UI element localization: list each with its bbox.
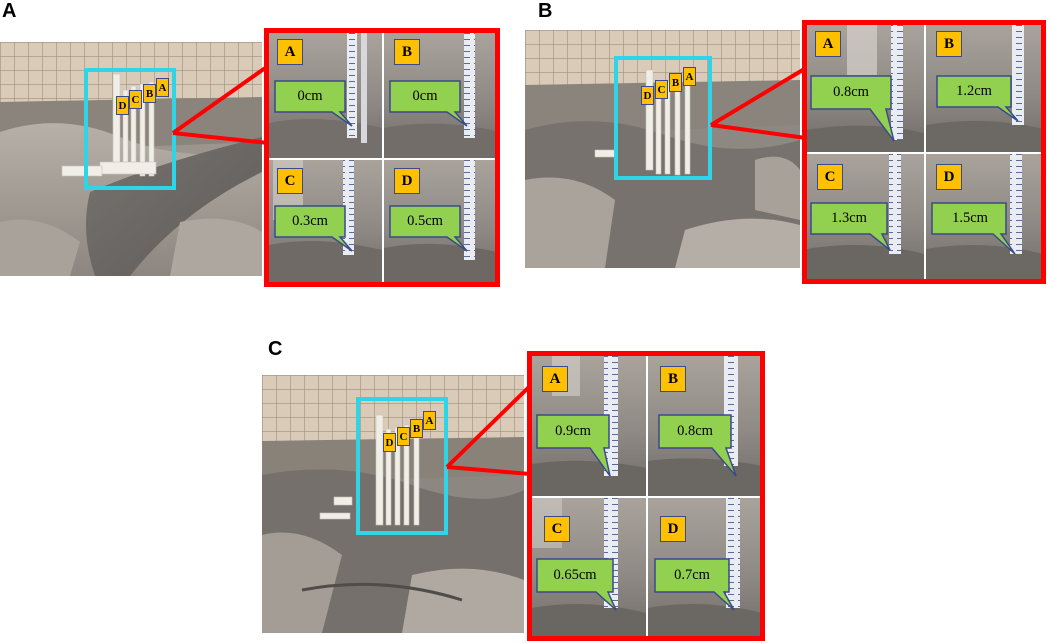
panel-a-cell-a: A 0cm — [269, 33, 382, 158]
panel-a-photo — [0, 42, 262, 276]
panel-c-photo — [262, 375, 524, 633]
panel-a-cell-a-tag: A — [277, 39, 303, 65]
panel-b-cell-d: D 1.5cm — [926, 154, 1041, 279]
panel-a-cell-c: C 0.3cm — [269, 160, 382, 282]
panel-c-cell-c-value: 0.65cm — [553, 566, 597, 583]
panel-b-cell-a-value: 0.8cm — [833, 83, 869, 100]
panel-c-cell-c-tag: C — [544, 516, 570, 542]
panel-c-cell-c: C 0.65cm — [532, 498, 646, 636]
panel-b-cell-a: A 0.8cm — [807, 25, 924, 152]
panel-a-highlight-box — [84, 68, 176, 190]
panel-a-cell-b: B 0cm — [384, 33, 495, 158]
panel-a-marker-d: D — [116, 96, 129, 115]
panel-c-marker-a: A — [423, 411, 436, 430]
panel-b-cell-b-tag: B — [936, 31, 962, 57]
panel-b-cell-c-callout: 1.3cm — [810, 202, 891, 251]
panel-c-cell-a-value: 0.9cm — [555, 422, 591, 439]
panel-b-cell-c: C 1.3cm — [807, 154, 924, 279]
panel-b-letter: B — [538, 0, 553, 22]
panel-b-cell-d-callout: 1.5cm — [931, 202, 1016, 255]
panel-a-cell-c-value: 0.3cm — [292, 212, 328, 229]
panel-a-marker-c: C — [129, 90, 142, 109]
panel-b-marker-d: D — [641, 86, 654, 105]
panel-b-marker-c: C — [655, 80, 668, 99]
panel-c-cell-b-tag: B — [660, 366, 686, 392]
panel-b-zoom-grid: A 0.8cm B 1.2cm C 1.3cm D 1.5cm — [802, 20, 1046, 284]
panel-a-connector-lines — [171, 64, 270, 145]
panel-c-cell-d-tag: D — [660, 516, 686, 542]
panel-c-cell-d-callout: 0.7cm — [654, 558, 735, 611]
panel-a-cell-d-tag: D — [394, 168, 420, 194]
panel-a-grid-divider-v — [382, 33, 384, 282]
panel-c-cell-a-callout: 0.9cm — [536, 414, 611, 477]
panel-c-cell-d-value: 0.7cm — [674, 566, 710, 583]
panel-c-cell-b: B 0.8cm — [648, 356, 760, 496]
panel-b-cell-c-tag: C — [817, 164, 843, 190]
panel-c-cell-c-callout: 0.65cm — [536, 558, 617, 611]
panel-a-cell-a-callout: 0cm — [274, 80, 353, 127]
panel-c-grid-divider-h — [532, 496, 760, 498]
panel-b-cell-a-callout: 0.8cm — [810, 75, 895, 142]
panel-c-cell-b-value: 0.8cm — [677, 422, 713, 439]
panel-c-zoom-grid: A 0.9cm B 0.8cm C 0.65cm D 0.7cm — [527, 351, 765, 641]
panel-b-cell-d-tag: D — [936, 164, 962, 190]
panel-a-cell-b-callout: 0cm — [389, 80, 468, 127]
panel-c-cell-a: A 0.9cm — [532, 356, 646, 496]
panel-c-cell-d: D 0.7cm — [648, 498, 760, 636]
panel-b-grid-divider-h — [807, 152, 1041, 154]
panel-b-marker-a: A — [683, 67, 696, 86]
panel-a-marker-b: B — [143, 84, 156, 103]
panel-c-highlight-box — [356, 397, 448, 535]
panel-a-grid-divider-h — [269, 158, 495, 160]
panel-b-connector-lines — [709, 66, 808, 140]
panel-b-marker-b: B — [669, 73, 682, 92]
panel-a-cell-c-callout: 0.3cm — [274, 205, 353, 252]
panel-b-cell-b-value: 1.2cm — [956, 82, 992, 99]
panel-a-cell-d-value: 0.5cm — [407, 212, 443, 229]
panel-c-letter: C — [268, 338, 283, 360]
panel-b-photo — [525, 30, 800, 268]
panel-a-cell-c-tag: C — [277, 168, 303, 194]
panel-b-cell-b: B 1.2cm — [926, 25, 1041, 152]
panel-b-highlight-box — [614, 56, 712, 180]
panel-a-cell-d: D 0.5cm — [384, 160, 495, 282]
panel-c-connector-lines — [445, 384, 532, 476]
panel-a-cell-a-value: 0cm — [297, 87, 323, 104]
panel-b-cell-d-value: 1.5cm — [952, 209, 988, 226]
panel-c-grid-divider-v — [646, 356, 648, 636]
panel-b-cell-b-callout: 1.2cm — [936, 75, 1019, 122]
panel-a-cell-b-tag: B — [394, 39, 420, 65]
panel-c-marker-b: B — [410, 419, 423, 438]
panel-a-zoom-grid: A 0cm B 0cm C 0.3cm D 0.5cm — [264, 28, 500, 287]
panel-a-marker-a: A — [156, 78, 169, 97]
panel-a-letter: A — [2, 0, 17, 22]
panel-c-cell-a-tag: A — [542, 366, 568, 392]
panel-a-cell-b-value: 0cm — [412, 87, 438, 104]
panel-b-cell-a-tag: A — [815, 31, 841, 57]
panel-a-cell-d-callout: 0.5cm — [389, 205, 468, 252]
panel-c-marker-c: C — [397, 427, 410, 446]
panel-b-grid-divider-v — [924, 25, 926, 279]
panel-b-cell-c-value: 1.3cm — [831, 209, 867, 226]
panel-c-cell-b-callout: 0.8cm — [658, 414, 737, 477]
panel-c-marker-d: D — [383, 433, 396, 452]
